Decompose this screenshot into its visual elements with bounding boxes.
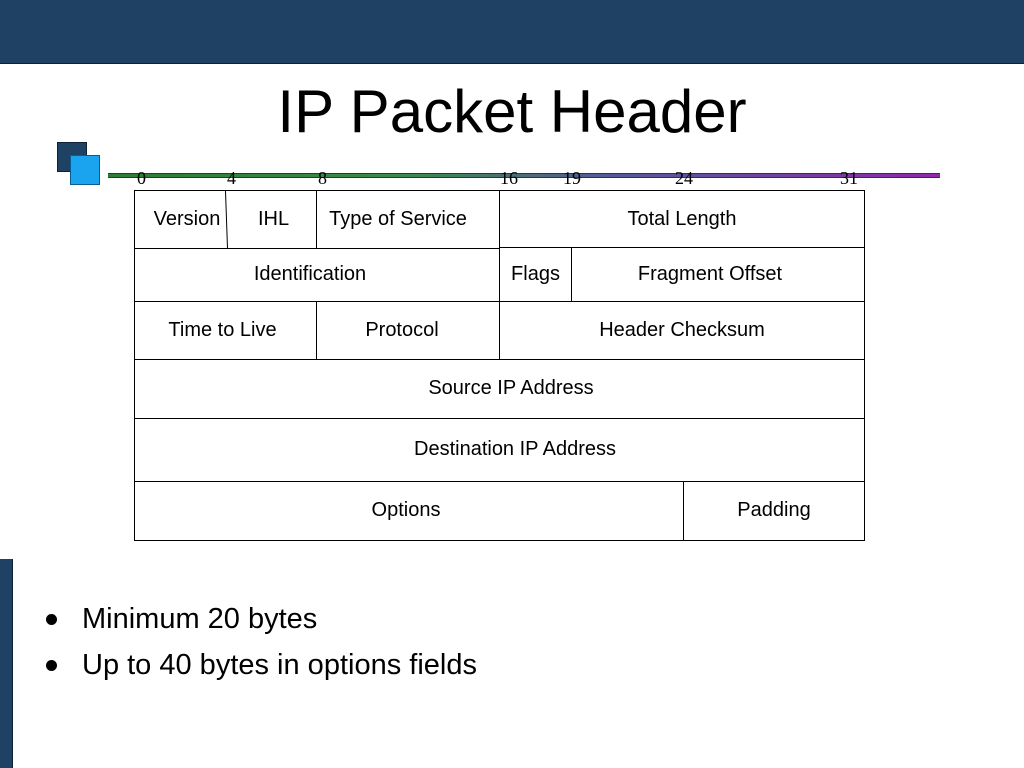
col-divider	[683, 481, 684, 540]
bit-label-0: 0	[137, 168, 146, 188]
field-flags: Flags	[511, 263, 560, 285]
col-divider	[571, 248, 572, 301]
col-divider	[316, 191, 317, 248]
field-type-of-service: Type of Service	[329, 208, 467, 230]
field-time-to-live: Time to Live	[168, 318, 277, 341]
bit-label-19: 19	[563, 168, 581, 188]
field-ihl: IHL	[257, 208, 290, 230]
field-options: Options	[371, 499, 441, 521]
field-total-length: Total Length	[627, 207, 737, 230]
field-fragment-offset: Fragment Offset	[637, 263, 783, 285]
slide-title: IP Packet Header	[277, 78, 747, 145]
top-banner	[0, 0, 1024, 64]
bit-label-8: 8	[318, 168, 327, 188]
gradient-rule	[108, 173, 940, 178]
bit-label-16: 16	[500, 168, 518, 188]
row-divider	[135, 359, 864, 360]
row-divider	[135, 248, 499, 249]
field-version: Version	[153, 208, 221, 230]
row-divider	[135, 418, 864, 419]
bullet-item: Up to 40 bytes in options fields	[44, 642, 477, 688]
bit-label-4: 4	[227, 168, 236, 188]
col-divider	[499, 191, 500, 359]
decorative-square-light	[70, 155, 100, 185]
field-identification: Identification	[253, 263, 367, 285]
bullet-text: Up to 40 bytes in options fields	[82, 649, 477, 681]
bit-label-31: 31	[840, 168, 858, 188]
field-source-ip: Source IP Address	[428, 377, 594, 399]
left-accent-bar	[0, 559, 13, 768]
bullet-item: Minimum 20 bytes	[44, 596, 477, 642]
bullet-dot-icon	[46, 660, 57, 671]
bullet-dot-icon	[46, 614, 57, 625]
row-divider	[135, 481, 864, 482]
bullet-text: Minimum 20 bytes	[82, 603, 318, 635]
bit-label-24: 24	[675, 168, 693, 188]
col-divider	[316, 301, 317, 359]
bullet-list: Minimum 20 bytes Up to 40 bytes in optio…	[44, 596, 477, 688]
field-protocol: Protocol	[365, 318, 439, 341]
row-divider	[499, 247, 865, 248]
ip-header-table: Version IHL Type of Service Total Length…	[134, 190, 865, 541]
field-destination-ip: Destination IP Address	[414, 438, 616, 460]
field-header-checksum: Header Checksum	[599, 318, 765, 341]
field-padding: Padding	[737, 499, 811, 521]
